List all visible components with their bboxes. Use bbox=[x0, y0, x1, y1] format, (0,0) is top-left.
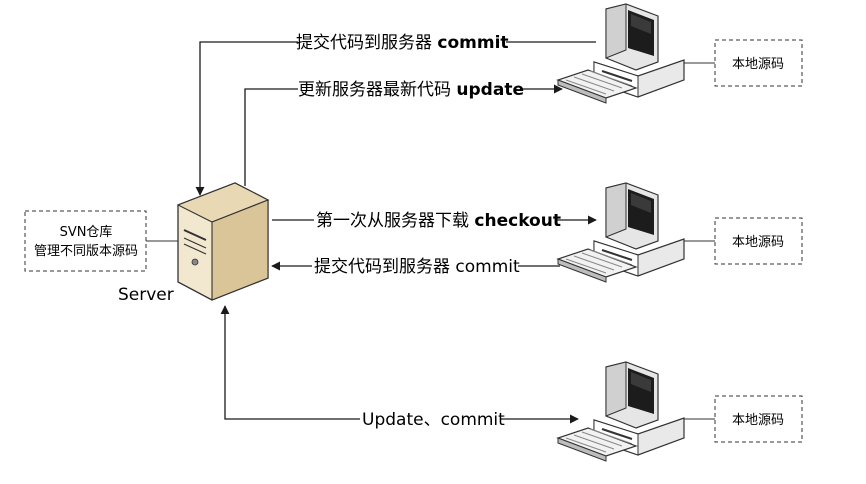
repo-box bbox=[24, 210, 147, 272]
source-box-2 bbox=[714, 217, 803, 265]
computer-2-icon bbox=[557, 182, 685, 283]
update-arrow-1 bbox=[244, 89, 562, 186]
repo-line1: SVN仓库 bbox=[60, 224, 113, 240]
computer-3-icon bbox=[557, 361, 685, 462]
commit-arrow-1 bbox=[200, 41, 596, 195]
server-icon bbox=[176, 182, 270, 301]
checkout-label: 第一次从服务器下载 checkout bbox=[316, 211, 561, 231]
commit-label-2: 提交代码到服务器 commit bbox=[314, 257, 520, 277]
update-label-1: 更新服务器最新代码 update bbox=[298, 80, 524, 100]
source-label-2: 本地源码 bbox=[732, 235, 784, 250]
source-box-1 bbox=[714, 39, 803, 87]
repo-line2: 管理不同版本源码 bbox=[34, 244, 138, 259]
computer-1-icon bbox=[557, 3, 685, 104]
server-label: Server bbox=[118, 285, 174, 305]
update-commit-arrow bbox=[225, 306, 578, 419]
source-box-3 bbox=[714, 395, 803, 443]
commit-label-1: 提交代码到服务器 commit bbox=[296, 33, 509, 53]
source-label-3: 本地源码 bbox=[732, 413, 784, 428]
update-commit-label: Update、commit bbox=[362, 410, 505, 430]
source-label-1: 本地源码 bbox=[732, 57, 784, 72]
